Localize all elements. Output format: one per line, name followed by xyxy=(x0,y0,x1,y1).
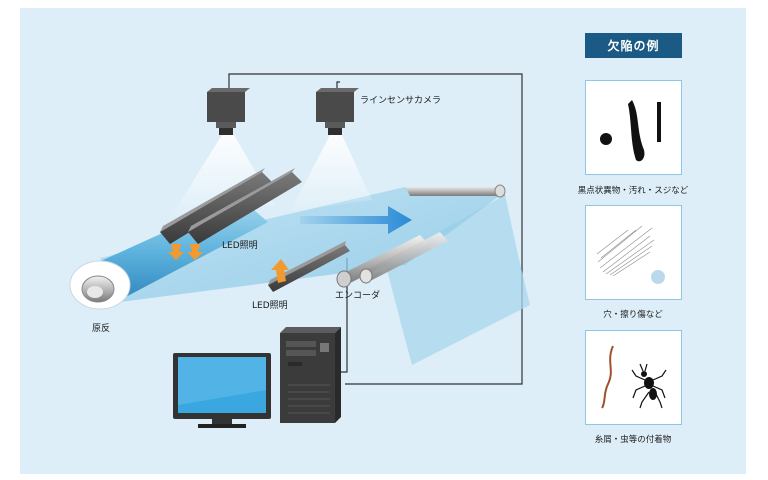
guide-roller-top xyxy=(405,184,506,198)
defect-hole-graphic xyxy=(651,270,665,284)
roll-label: 原反 xyxy=(92,324,111,334)
pc-tower xyxy=(280,327,341,423)
direction-arrow xyxy=(300,206,412,234)
defect-caption-scratch: 穴・擦り傷など xyxy=(603,310,663,320)
camera-beam-right xyxy=(290,135,372,212)
camera-label: ラインセンサカメラ xyxy=(360,96,442,106)
defect-card-scratch xyxy=(585,205,682,300)
led-light-arrow-bottom xyxy=(271,259,289,283)
defects-title: 欠陥の例 xyxy=(585,33,682,58)
led-bar-top-left xyxy=(160,168,272,244)
film-web-hanging xyxy=(385,195,530,365)
monitor xyxy=(173,353,271,428)
defect-caption-insect: 糸屑・虫等の付着物 xyxy=(594,435,672,445)
camera-right xyxy=(316,88,359,135)
defect-spots-graphic xyxy=(600,100,661,162)
encoder-label: エンコーダ xyxy=(335,291,381,301)
defect-caption-spots: 黒点状異物・汚れ・スジなど xyxy=(577,186,689,196)
defect-scratch-graphic xyxy=(596,225,655,277)
led-bottom-label: LED照明 xyxy=(252,301,288,311)
led-light-arrows-top xyxy=(168,244,203,260)
led-bar-top-right xyxy=(188,168,302,244)
camera-left xyxy=(207,88,250,135)
defect-fiber-insect-graphic xyxy=(601,345,667,409)
encoder-rollers xyxy=(336,232,448,288)
led-bar-bottom xyxy=(268,241,350,292)
defect-card-insect xyxy=(585,330,682,425)
led-top-label: LED照明 xyxy=(222,241,258,251)
